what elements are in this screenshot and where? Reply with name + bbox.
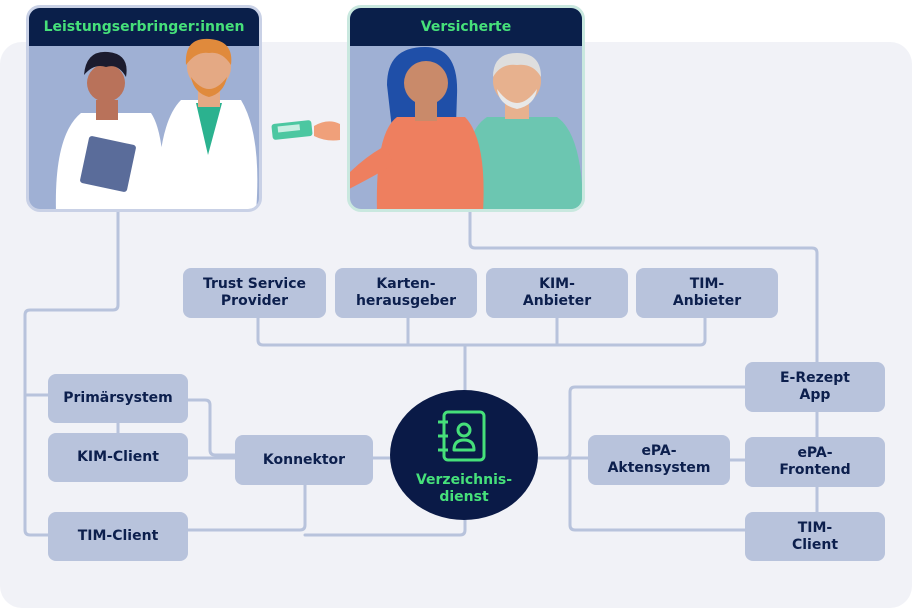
- providers-card-title: Leistungserbringer:innen: [29, 8, 259, 46]
- node-kim-client: KIM-Client: [48, 433, 188, 482]
- providers-card: Leistungserbringer:innen: [26, 5, 262, 212]
- line-providers-bus: [23, 208, 120, 537]
- node-kartenherausgeber: Karten- herausgeber: [335, 268, 477, 318]
- line-hub-tim-client: [568, 456, 747, 532]
- hub-label: Verzeichnis- dienst: [415, 472, 513, 505]
- node-tim-client-right: TIM- Client: [745, 512, 885, 561]
- node-primaersystem: Primärsystem: [48, 374, 188, 423]
- line-primaer-konnektor: [186, 398, 237, 457]
- line-konnektor-tim: [186, 483, 307, 532]
- node-kim-anbieter: KIM- Anbieter: [486, 268, 628, 318]
- health-card-handoff-icon: [271, 120, 340, 141]
- insured-illustration: [350, 47, 582, 209]
- line-top-services: [256, 316, 707, 347]
- node-epa-aktensystem: ePA- Aktensystem: [588, 435, 730, 485]
- node-konnektor: Konnektor: [235, 435, 373, 485]
- node-erezept-app: E-Rezept App: [745, 362, 885, 412]
- line-insured-erezept: [468, 208, 819, 364]
- node-trust-service-provider: Trust Service Provider: [183, 268, 326, 318]
- node-tim-client-left: TIM-Client: [48, 512, 188, 561]
- doctors-illustration: [55, 38, 258, 209]
- line-hub-tim: [303, 518, 467, 537]
- insured-card: Versicherte: [347, 5, 585, 212]
- node-epa-frontend: ePA- Frontend: [745, 437, 885, 487]
- node-tim-anbieter: TIM- Anbieter: [636, 268, 778, 318]
- address-book-icon: [438, 410, 486, 462]
- insured-card-title: Versicherte: [350, 8, 582, 46]
